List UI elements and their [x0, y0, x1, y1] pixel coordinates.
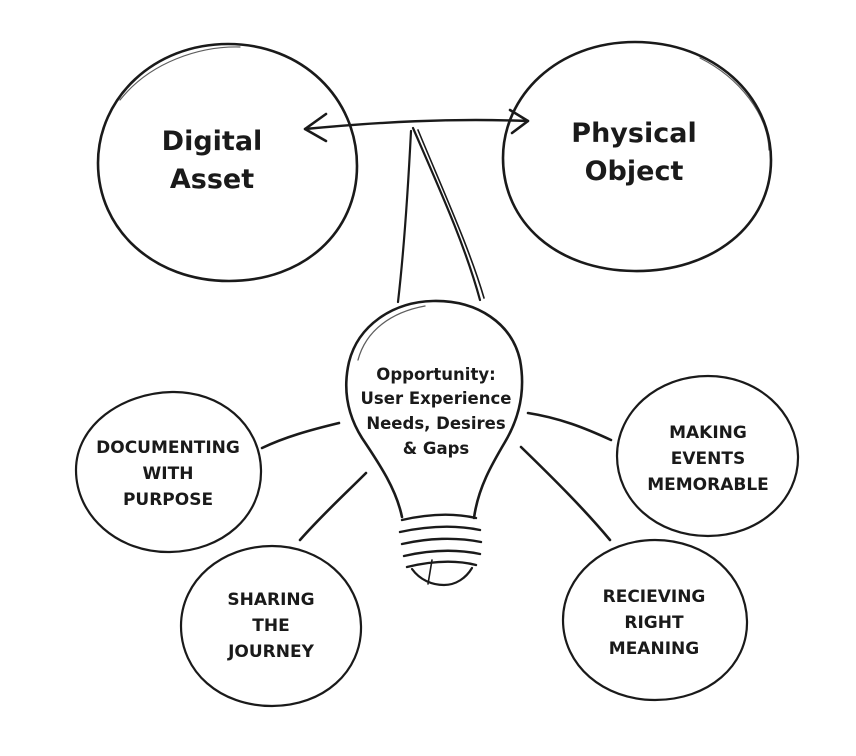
making-label-line3: MEMORABLE: [647, 475, 769, 495]
physical-object-label-line2: Object: [585, 156, 684, 187]
bulb-stems: [396, 126, 485, 304]
digital-asset-circle: [96, 42, 359, 283]
ray-to-recieving: [519, 445, 612, 542]
making-label-line1: MAKING: [669, 423, 747, 443]
documenting-label-line1: DOCUMENTING: [96, 438, 240, 458]
making-circle: [615, 374, 800, 538]
bulb-glass: [345, 299, 524, 520]
digital-asset-label-line2: Asset: [170, 164, 254, 195]
light-bulb-icon: Opportunity: User Experience Needs, Desi…: [345, 299, 524, 587]
digital-asset-label-line1: Digital: [162, 126, 263, 157]
double-arrow: [303, 108, 530, 143]
documenting-circle: [74, 390, 263, 554]
documenting-label-line3: PURPOSE: [123, 490, 213, 510]
bulb-label-line1: Opportunity:: [376, 365, 495, 384]
bulb-base: [398, 513, 483, 587]
sharing-circle: [179, 544, 363, 708]
documenting-with-purpose-node: DOCUMENTING WITH PURPOSE: [74, 390, 263, 554]
arrow-shaft: [303, 118, 530, 131]
arrow-head-left-icon: [303, 112, 328, 143]
bulb-label-line4: & Gaps: [403, 439, 470, 458]
making-events-memorable-node: MAKING EVENTS MEMORABLE: [615, 374, 800, 538]
making-label-line2: EVENTS: [671, 449, 745, 469]
recieving-label-line3: MEANING: [609, 639, 699, 659]
physical-object-label-line1: Physical: [571, 118, 696, 149]
documenting-label-line2: WITH: [143, 464, 194, 484]
bulb-label-line2: User Experience: [361, 389, 512, 408]
bulb-label-line3: Needs, Desires: [366, 414, 506, 433]
ray-to-documenting: [260, 421, 341, 450]
recieving-right-meaning-node: RECIEVING RIGHT MEANING: [561, 538, 749, 702]
ray-to-sharing: [298, 471, 368, 542]
bulb-rays: [260, 411, 613, 542]
sharing-label-line1: SHARING: [227, 590, 314, 610]
physical-object-node: Physical Object: [501, 40, 773, 273]
ray-to-making: [526, 411, 613, 442]
arrow-head-right-icon: [508, 108, 530, 135]
digital-asset-node: Digital Asset: [96, 42, 359, 283]
sharing-label-line2: THE: [252, 616, 289, 636]
recieving-label-line1: RECIEVING: [603, 587, 706, 607]
sharing-the-journey-node: SHARING THE JOURNEY: [179, 544, 363, 708]
sharing-label-line3: JOURNEY: [227, 642, 315, 662]
recieving-circle: [561, 538, 749, 702]
physical-object-circle: [501, 40, 773, 273]
recieving-label-line2: RIGHT: [624, 613, 684, 633]
